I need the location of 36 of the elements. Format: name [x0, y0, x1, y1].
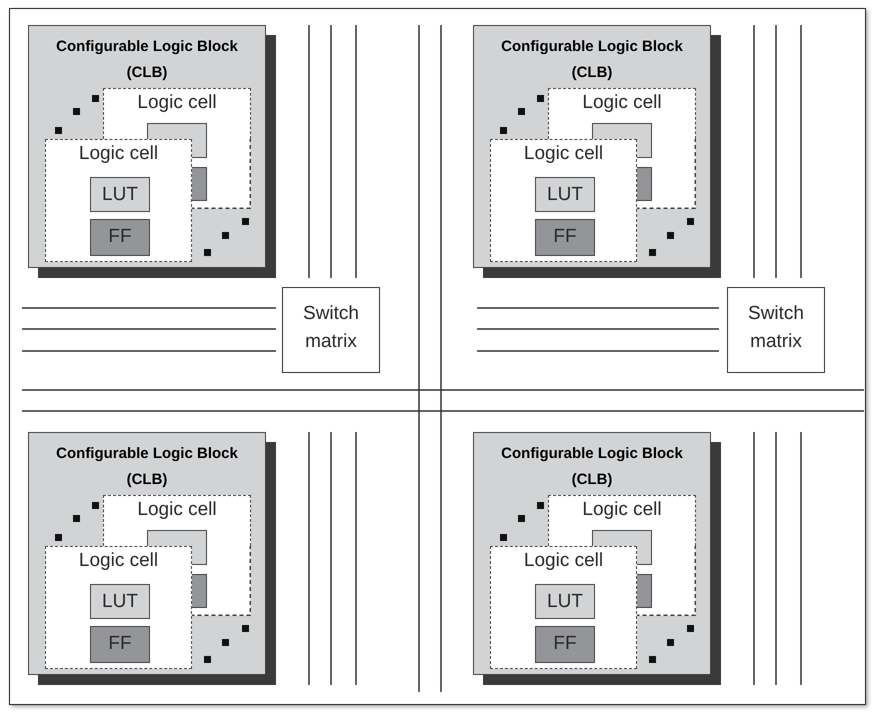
- flip-flop-box: [535, 219, 595, 256]
- block-title: Configurable Logic Block (CLB): [500, 444, 684, 490]
- flip-flop-box: [637, 574, 652, 608]
- lut-label: LUT: [546, 590, 584, 614]
- flip-flop-box: [535, 626, 595, 663]
- switch-matrix-label: Switch matrix: [747, 302, 805, 354]
- block-title: Configurable Logic Block (CLB): [500, 37, 684, 83]
- cell-label: Logic cell: [522, 142, 604, 166]
- cell-label: Logic cell: [136, 498, 218, 522]
- cell-label: Logic cell: [581, 91, 663, 115]
- ff-label: FF: [552, 632, 578, 656]
- switch-matrix-box: [727, 287, 825, 373]
- flip-flop-box: [192, 167, 207, 201]
- switch-matrix-box: [282, 287, 380, 373]
- block-title: Configurable Logic Block (CLB): [55, 444, 239, 490]
- cell-label: Logic cell: [136, 91, 218, 115]
- cell-label: Logic cell: [522, 549, 604, 573]
- ff-label: FF: [107, 632, 133, 656]
- flip-flop-box: [90, 219, 150, 256]
- ff-label: FF: [107, 225, 133, 249]
- switch-matrix-label: Switch matrix: [302, 302, 360, 354]
- cell-label: Logic cell: [78, 549, 160, 573]
- flip-flop-box: [90, 626, 150, 663]
- lut-box: [90, 177, 150, 212]
- block-title: Configurable Logic Block (CLB): [55, 37, 239, 83]
- lut-box: [90, 584, 150, 619]
- lut-label: LUT: [101, 183, 139, 207]
- lut-box: [535, 177, 595, 212]
- flip-flop-box: [637, 167, 652, 201]
- lut-label: LUT: [101, 590, 139, 614]
- cell-label: Logic cell: [78, 142, 160, 166]
- cell-label: Logic cell: [581, 498, 663, 522]
- lut-label: LUT: [546, 183, 584, 207]
- lut-box: [535, 584, 595, 619]
- flip-flop-box: [192, 574, 207, 608]
- ff-label: FF: [552, 225, 578, 249]
